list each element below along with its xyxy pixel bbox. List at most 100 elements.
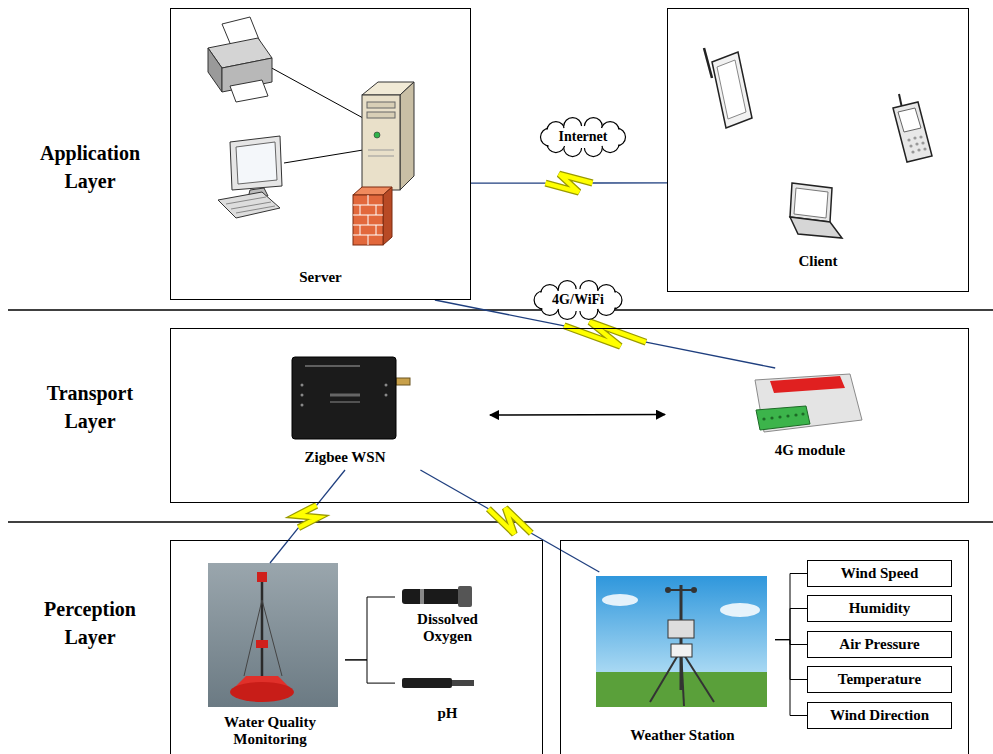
zigbee-device [305,365,360,367]
sensor-wire [775,609,807,640]
server-tower [367,112,395,118]
node-text: Wind Direction [830,707,929,724]
sensor-wire [775,640,807,716]
transport-panel: Zigbee WSN 4G module [170,328,969,503]
4g-module-device [770,416,773,419]
4g-module-device [762,417,765,420]
dissolved-oxygen-sensor [402,589,460,604]
firewall-icon [368,235,369,245]
printer-icon [208,17,272,102]
4g-module-device [756,406,810,430]
weather-station-photo [596,576,767,707]
phone-icon [919,135,922,138]
phone-icon [911,150,914,153]
wireless-link [270,528,299,563]
ph-sensor [402,678,474,688]
server-tower [362,95,400,190]
weather-station-photo [671,644,692,657]
phone-icon [923,147,926,150]
weather-station-photo [596,576,767,707]
phone-icon [893,94,932,162]
weather-station-photo [668,589,694,591]
laptop-icon [790,183,842,238]
zigbee-device [292,357,410,439]
node-text: Air Pressure [839,636,919,653]
4g-module-device [794,413,797,416]
4g-module-device [786,414,789,417]
ph-sensor [452,680,474,686]
zigbee-device [301,384,304,387]
client-panel: Client [667,8,969,292]
server-panel: Server [170,8,471,300]
parameter-box: Temperature [807,666,952,693]
computer-icon [236,206,275,213]
cloud-symbol [534,281,622,320]
wireless-link [488,508,531,534]
zigbee-device [330,394,360,397]
laptop-icon [790,217,842,238]
parameter-box: Humidity [807,595,952,622]
sensor-node: Dissolved Oxygen [395,580,500,648]
4g-module-node: 4G module [665,368,955,463]
wireless-link [435,281,775,368]
phone-icon [915,142,918,145]
weather-station-photo [602,594,638,606]
link-label: Internet [557,129,610,145]
phone-icon [909,144,912,147]
computer-icon [236,142,277,184]
network-wire [268,66,363,118]
weather-station-photo [650,650,681,702]
weather-station-photo [681,650,684,706]
node-text: Client [798,253,837,270]
buoy-photo [244,600,262,676]
wireless-link [471,182,546,183]
data-link [490,414,665,416]
firewall-icon [376,225,377,235]
layer-label: Transport Layer [28,379,153,435]
wireless-link [546,174,593,192]
sensor-wire [345,660,395,683]
firewall-icon [368,195,369,205]
data-link [490,414,665,416]
server-tower [368,150,394,151]
layer-divider [8,310,993,522]
4g-module-device [762,412,804,420]
node-text: 4G module [775,442,845,459]
firewall-icon [383,187,392,245]
sensor-wire [775,640,807,645]
zigbee-device [385,384,388,387]
4g-module-device [778,415,781,418]
4g-module-device [770,376,845,393]
computer-icon [218,192,280,218]
phone-icon [898,108,921,132]
network-wire [284,150,363,163]
buoy-photo [261,578,264,676]
sensor-wire [775,640,807,716]
node-text: Server [299,269,341,286]
sensor-node: pH [395,668,500,726]
phone-icon [893,102,932,162]
laptop-icon [794,188,828,218]
sensor-wire [775,640,807,680]
node-text: Temperature [838,671,921,688]
zigbee-node: Zigbee WSN [200,348,490,470]
zigbee-device [385,394,388,397]
buoy-photo [208,563,338,707]
wireless-link [593,182,668,183]
sensor-wire [345,660,395,683]
buoy-node: Water Quality Monitoring [195,563,345,753]
weather-station-photo [665,587,671,593]
node-text: pH [437,705,457,722]
layer-divider [8,309,993,311]
computer-icon [226,197,266,204]
sensor-wire [775,609,807,640]
parameter-box: Wind Speed [807,560,952,587]
wireless-link [270,470,345,563]
tablet-icon [704,48,752,128]
node-text: Dissolved Oxygen [405,611,490,645]
buoy-photo [262,600,282,676]
phone-icon [907,138,910,141]
wireless-link [317,470,346,505]
zigbee-device [396,378,410,385]
link-label: 4G/WiFi [550,292,606,308]
